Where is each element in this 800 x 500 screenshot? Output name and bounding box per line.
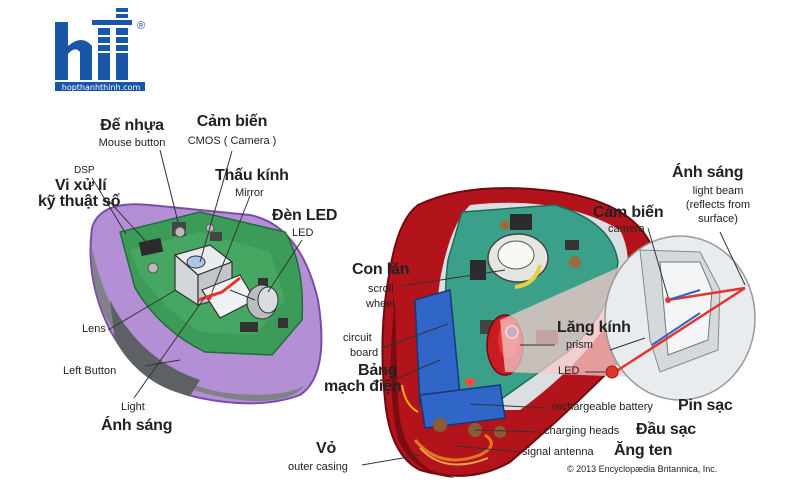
right-leader-lines xyxy=(361,227,746,466)
label-circuit: circuit xyxy=(343,332,372,344)
label-pin-sac: Pin sạc xyxy=(678,397,733,414)
label-mach-dien: mạch điện xyxy=(324,378,402,395)
label-den-led: Đèn LED xyxy=(272,207,338,224)
label-dsp: DSP xyxy=(74,165,95,176)
label-lang-kinh: Lăng kính xyxy=(557,319,631,336)
label-light-beam-2: (reflects from xyxy=(685,199,751,211)
label-light: Light xyxy=(121,401,145,413)
label-ky-thuat-so: kỹ thuật số xyxy=(38,193,121,210)
label-cam-bien-left: Cảm biến xyxy=(196,113,268,130)
label-mouse-button: Mouse button xyxy=(98,137,166,149)
label-mirror: Mirror xyxy=(235,187,264,199)
label-led-left: LED xyxy=(292,227,314,239)
label-thau-kinh: Thấu kính xyxy=(215,167,289,184)
label-camera: camera xyxy=(608,223,645,235)
hit-logo xyxy=(55,8,145,91)
label-dau-sac: Đầu sạc xyxy=(636,421,696,438)
label-rechargeable-battery: rechargeable battery xyxy=(552,401,653,413)
label-scroll: scroll xyxy=(368,283,394,295)
label-signal-antenna: signal antenna xyxy=(522,446,594,458)
label-prism: prism xyxy=(566,339,593,351)
label-wheel: wheel xyxy=(366,298,395,310)
label-con-lan: Con lăn xyxy=(352,261,410,278)
label-vo: Vỏ xyxy=(316,440,337,457)
label-ang-ten: Ăng ten xyxy=(614,442,673,459)
label-outer-casing: outer casing xyxy=(288,461,348,473)
label-anh-sang-left: Ánh sáng xyxy=(101,417,173,434)
left-leader-lines xyxy=(91,149,303,399)
label-light-beam-1: light beam xyxy=(692,185,744,197)
label-lens: Lens xyxy=(82,323,106,335)
label-vi-xu-li: Vi xử lí xyxy=(55,177,107,194)
label-light-beam-3: surface) xyxy=(698,213,738,225)
label-de-nhua: Đế nhựa xyxy=(100,117,164,134)
label-led-right: LED xyxy=(558,365,580,377)
logo-url: hopthanhthinh.com xyxy=(61,83,141,92)
label-cmos: CMOS ( Camera ) xyxy=(187,135,277,147)
label-bang: Bảng xyxy=(358,362,398,379)
label-charging-heads: charging heads xyxy=(544,425,620,437)
left-mouse-illustration xyxy=(89,203,323,405)
label-board: board xyxy=(350,347,379,359)
label-anh-sang-right: Ánh sáng xyxy=(672,164,744,181)
label-cam-bien-right: Cảm biến xyxy=(593,204,664,221)
logo-registered-mark: ® xyxy=(137,20,146,32)
copyright-text: © 2013 Encyclopædia Britannica, Inc. xyxy=(567,464,718,474)
label-left-button: Left Button xyxy=(63,365,117,377)
magnified-detail-circle xyxy=(604,235,756,401)
